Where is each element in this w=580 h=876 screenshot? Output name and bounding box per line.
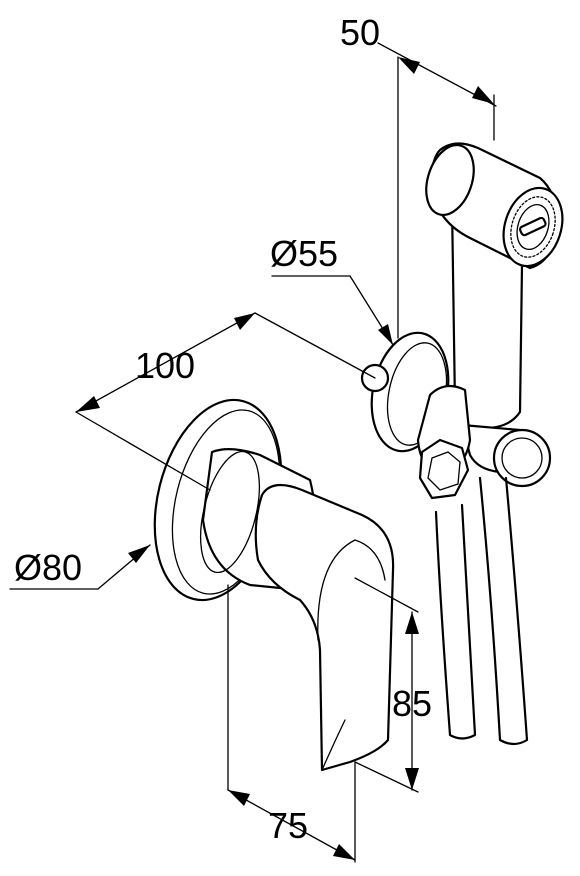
- hose-right: [478, 476, 529, 746]
- shower-head-back-cap: [425, 143, 475, 217]
- dimension-label-75: 75: [268, 805, 308, 846]
- hex-nut: [418, 438, 470, 500]
- shower-head-spray-ring: [510, 196, 556, 258]
- dimension-75: 75: [227, 584, 356, 863]
- dimension-label-50: 50: [340, 12, 380, 53]
- dimension-55: Ø55: [270, 233, 394, 346]
- shower-head-inner-face: [516, 203, 550, 251]
- mixer: [153, 398, 395, 772]
- dimension-80: Ø80: [9, 544, 151, 590]
- mixer-lever: [254, 483, 395, 772]
- dimension-100: 100: [75, 312, 376, 491]
- dimension-label-85: 85: [392, 683, 432, 724]
- dimension-85: 85: [354, 577, 432, 793]
- hose-left: [434, 503, 477, 740]
- wall-outlet: [360, 331, 472, 500]
- dimension-label-55: Ø55: [270, 233, 338, 274]
- dimension-50: 50: [340, 12, 497, 339]
- dimension-label-100: 100: [135, 345, 195, 386]
- shower-head-slot: [518, 216, 547, 237]
- hand-shower: [425, 142, 564, 488]
- dimension-label-80: Ø80: [14, 547, 82, 588]
- hoses: [434, 476, 529, 746]
